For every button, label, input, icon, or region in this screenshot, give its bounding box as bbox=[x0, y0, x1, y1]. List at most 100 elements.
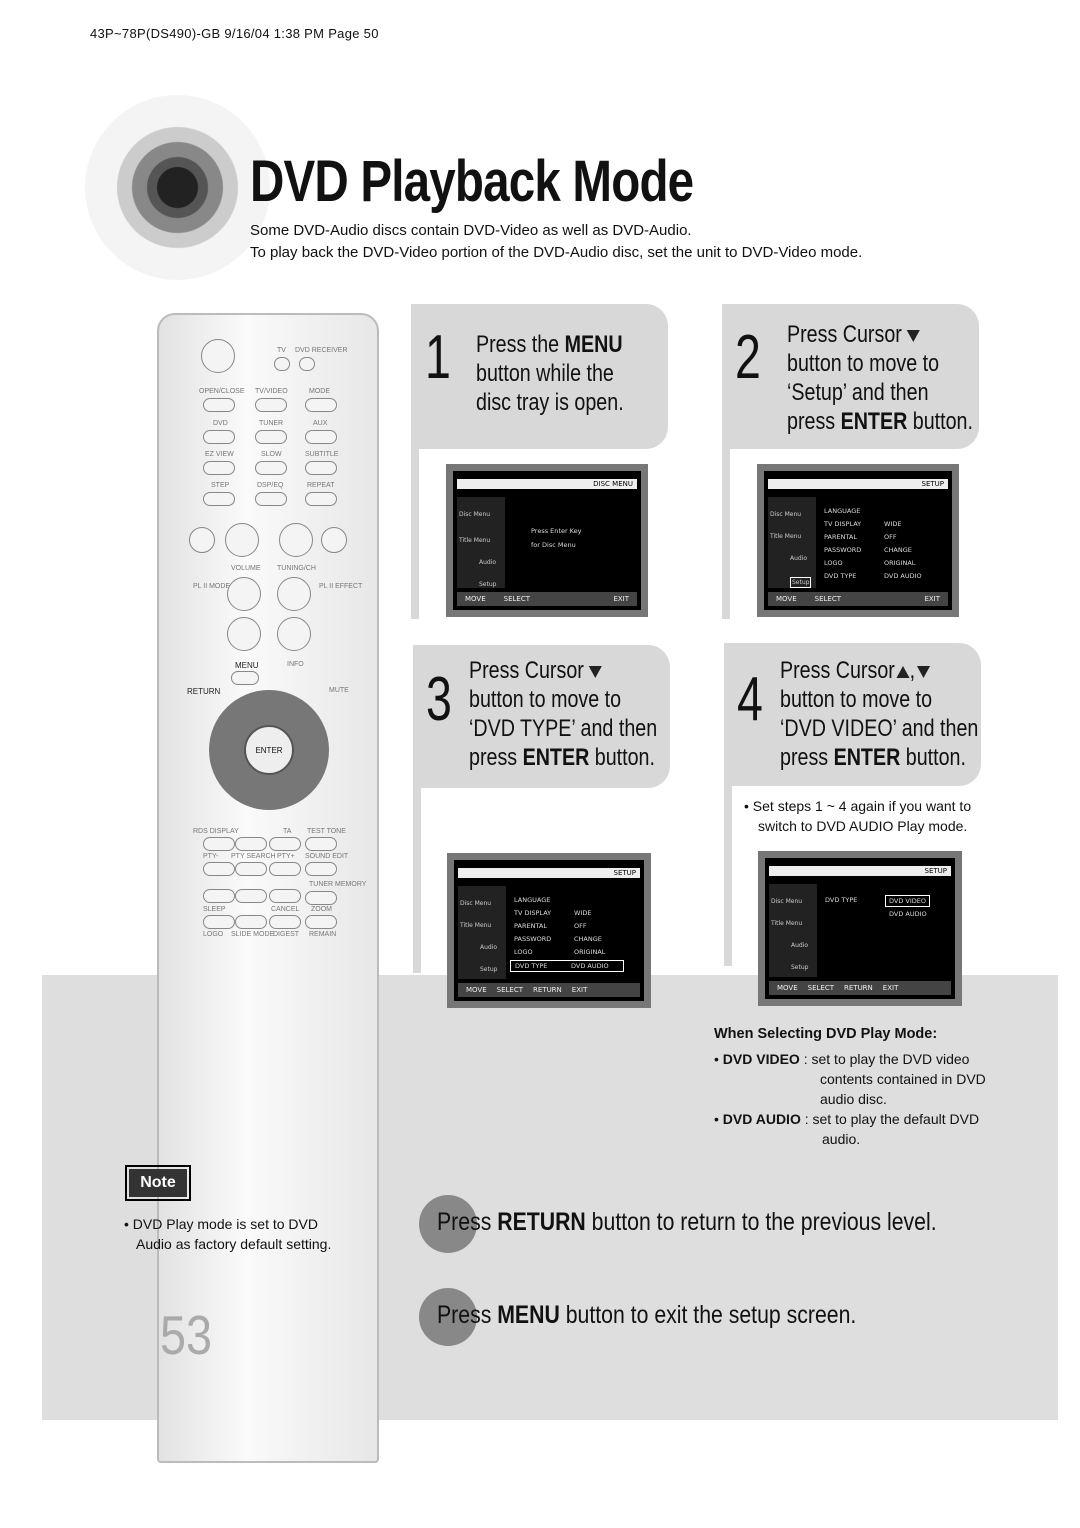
side-item-audio: Audio bbox=[479, 559, 497, 566]
dvd-video-definition: • DVD VIDEO : set to play the DVD video … bbox=[714, 1051, 986, 1107]
stop-button bbox=[225, 523, 259, 557]
test-tone-button bbox=[305, 837, 337, 851]
remote-label-logo: LOGO bbox=[203, 931, 224, 938]
remote-control: TV DVD RECEIVER OPEN/CLOSE TV/VIDEO MODE… bbox=[157, 313, 379, 1463]
menu-row-dvd-type: DVD TYPE bbox=[825, 896, 858, 904]
skip-forward-button bbox=[321, 527, 347, 553]
menu-value-logo: ORIGINAL bbox=[574, 948, 606, 956]
remote-label-rds-display: RDS DISPLAY bbox=[193, 828, 239, 835]
sound-edit-button bbox=[305, 862, 337, 876]
menu-value-password: CHANGE bbox=[574, 935, 602, 943]
ntsc-pal-button bbox=[203, 461, 235, 475]
screen-dvd-type: SETUP Disc Menu Title Menu Audio Setup L… bbox=[447, 853, 651, 1008]
step-4-number: 4 bbox=[737, 665, 763, 734]
side-item-setup: Setup bbox=[479, 581, 497, 588]
option-dvd-video: DVD VIDEO bbox=[885, 895, 931, 907]
step-button bbox=[203, 492, 235, 506]
enter-button: ENTER bbox=[244, 725, 294, 775]
p-scan-button bbox=[305, 891, 337, 905]
menu-row-dvd-type: DVD TYPE bbox=[824, 572, 857, 580]
zoom-button bbox=[305, 915, 337, 929]
return-instruction: Press RETURN button to return to the pre… bbox=[437, 1208, 937, 1236]
tuning-down-button bbox=[277, 617, 311, 651]
side-item-disc-menu: Disc Menu bbox=[460, 900, 492, 907]
remote-label-cancel: CANCEL bbox=[271, 906, 300, 913]
page-number: 53 bbox=[160, 1304, 213, 1366]
remote-label-info: INFO bbox=[287, 661, 304, 668]
menu-value-logo: ORIGINAL bbox=[884, 559, 916, 567]
menu-value-dvd-type: DVD AUDIO bbox=[884, 572, 922, 580]
remote-label-tuner: TUNER bbox=[259, 420, 284, 427]
bullet-circle bbox=[419, 1288, 477, 1346]
step-3-number: 3 bbox=[426, 665, 452, 734]
step-1-text: Press the MENU button while the disc tra… bbox=[476, 331, 624, 416]
step-4-text: Press Cursor, button to move to ‘DVD VID… bbox=[780, 657, 979, 771]
cursor-up-icon bbox=[896, 665, 910, 678]
side-item-setup: Setup bbox=[791, 964, 809, 971]
side-item-title-menu: Title Menu bbox=[771, 920, 803, 927]
menu-row-language: LANGUAGE bbox=[514, 896, 551, 904]
volume-down-button bbox=[227, 617, 261, 651]
menu-row-parental: PARENTAL bbox=[824, 533, 857, 541]
remote-label-test-tone: TEST TONE bbox=[307, 828, 346, 835]
bullet-circle bbox=[419, 1195, 477, 1253]
remote-label-volume: VOLUME bbox=[231, 565, 261, 572]
screen-title: SETUP bbox=[924, 867, 948, 875]
note-text: • DVD Play mode is set to DVD Audio as f… bbox=[124, 1216, 332, 1252]
screen-title: SETUP bbox=[921, 480, 945, 488]
menu-button bbox=[231, 671, 259, 685]
subtitle-button bbox=[305, 461, 337, 475]
remote-label-step: STEP bbox=[211, 482, 230, 489]
side-item-title-menu: Title Menu bbox=[770, 533, 802, 540]
receiver-button bbox=[299, 357, 315, 371]
menu-value-parental: OFF bbox=[884, 533, 897, 541]
direction-pad: ENTER bbox=[209, 690, 329, 810]
side-item-title-menu: Title Menu bbox=[460, 922, 492, 929]
step-2-text: Press Cursor button to move to ‘Setup’ a… bbox=[787, 321, 973, 435]
screen-title: DISC MENU bbox=[593, 480, 633, 488]
skip-back-button bbox=[189, 527, 215, 553]
screen-message-2: for Disc Menu bbox=[531, 541, 576, 549]
digit-6-button bbox=[269, 862, 301, 876]
remote-label-open-close: OPEN/CLOSE bbox=[199, 388, 245, 395]
screen-setup-menu: SETUP Disc Menu Title Menu Audio Setup L… bbox=[757, 464, 959, 617]
dimmer-button bbox=[255, 398, 287, 412]
side-item-audio: Audio bbox=[480, 944, 498, 951]
remote-label-slide-mode: SLIDE MODE bbox=[231, 931, 275, 938]
menu-value-parental: OFF bbox=[574, 922, 587, 930]
menu-row-logo: LOGO bbox=[824, 559, 843, 567]
intro-line-1: Some DVD-Audio discs contain DVD-Video a… bbox=[250, 222, 692, 239]
remote-label-sound-edit: SOUND EDIT bbox=[305, 853, 349, 860]
step-2-box bbox=[722, 304, 979, 449]
volume-up-button bbox=[227, 577, 261, 611]
menu-row-language: LANGUAGE bbox=[824, 507, 861, 515]
remote-label-dvd: DVD bbox=[213, 420, 228, 427]
remote-label-zoom: ZOOM bbox=[311, 906, 332, 913]
digit-0-button bbox=[235, 915, 267, 929]
remote-label-tuning-ch: TUNING/CH bbox=[277, 565, 316, 572]
menu-row-parental: PARENTAL bbox=[514, 922, 547, 930]
remote-label-dvd-receiver: DVD RECEIVER bbox=[295, 347, 348, 354]
remote-label-tuner-memory: TUNER MEMORY bbox=[309, 881, 367, 888]
side-item-setup: Setup bbox=[480, 966, 498, 973]
remote-label-mode: MODE bbox=[309, 388, 330, 395]
step-1-number: 1 bbox=[425, 323, 451, 392]
digit-3-button bbox=[269, 837, 301, 851]
remote-label-pty-minus: PTY- bbox=[203, 853, 219, 860]
cursor-down-icon bbox=[906, 329, 920, 342]
menu-row-password: PASSWORD bbox=[824, 546, 862, 554]
remote-label-ta: TA bbox=[283, 828, 292, 835]
remote-label-slow: SLOW bbox=[261, 451, 282, 458]
screen-message-1: Press Enter Key bbox=[531, 527, 582, 535]
band-button bbox=[255, 430, 287, 444]
menu-row-tv-display: TV DISPLAY bbox=[824, 520, 862, 528]
screen-dvd-video: SETUP Disc Menu Title Menu Audio Setup D… bbox=[758, 851, 962, 1006]
cursor-down-icon bbox=[916, 665, 930, 678]
digit-7-button bbox=[203, 889, 235, 903]
side-item-audio: Audio bbox=[791, 942, 809, 949]
remote-label-mute: MUTE bbox=[329, 687, 349, 694]
digit-5-button bbox=[235, 862, 267, 876]
side-item-setup: Setup bbox=[790, 577, 812, 588]
